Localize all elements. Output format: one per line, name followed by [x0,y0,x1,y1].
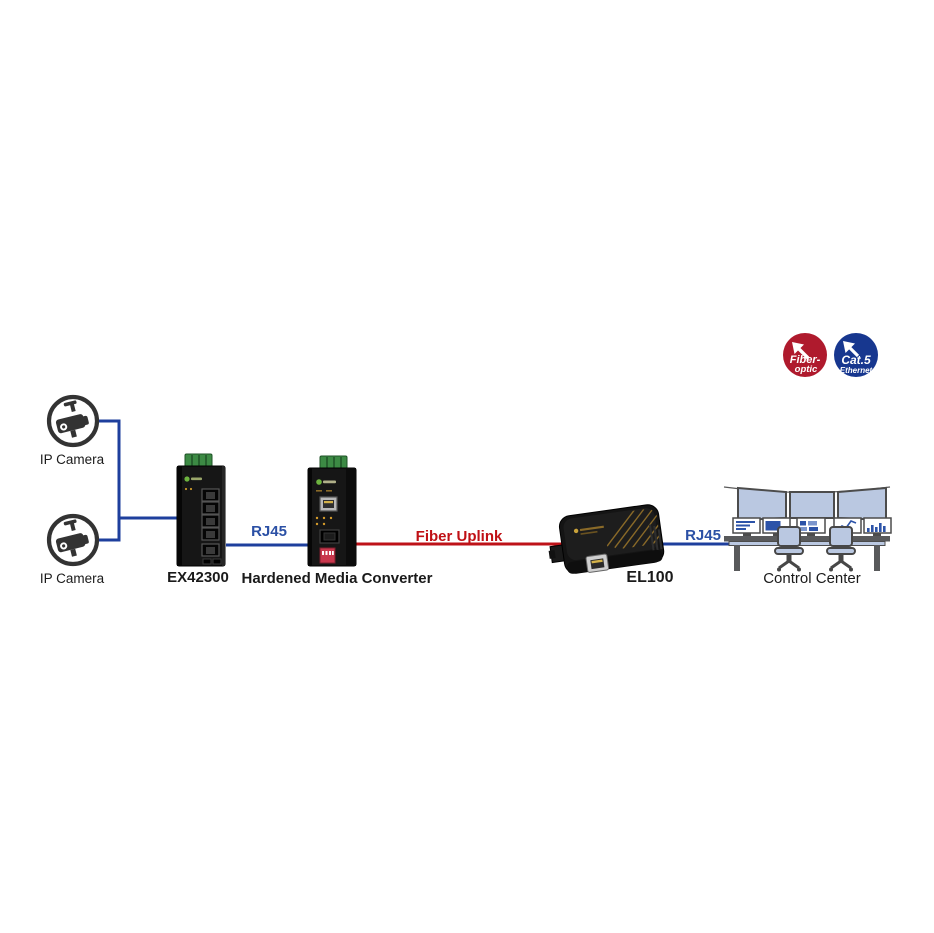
arrow-up-left-icon [792,342,810,360]
el100-image [548,504,665,574]
fiber-uplink-label: Fiber Uplink [415,528,503,545]
fiber-connector [212,558,222,565]
control-center-image [723,486,892,572]
cat5-ethernet-badge: Cat.5 Ethernet [834,333,878,377]
rj45-port [201,501,220,515]
vendor-logo [573,528,579,534]
ip-camera-2-label: IP Camera [39,571,105,586]
ex42300-switch-image [176,453,226,567]
desk-monitor [732,517,761,538]
rj45-port [201,488,220,502]
media-converter-image [307,455,357,567]
rj45-port [585,553,610,573]
desk-rail [728,541,886,546]
rj45-port [319,496,338,512]
wire-camera-trunk [97,419,121,542]
fiber-badge-line2: optic [795,364,818,375]
vendor-logo [316,479,322,485]
converter-label: Hardened Media Converter [241,570,433,587]
ip-camera-icon [46,513,100,567]
cctv-camera-glyph [55,400,89,438]
fiber-port [319,529,340,544]
fiber-optic-badge: Fiber- optic [783,333,827,377]
desk-top [724,536,890,542]
rj45-port-column [201,488,220,557]
office-chair [774,526,804,572]
cat5-badge-line1: Cat.5 [841,353,871,367]
rj45-left-label: RJ45 [251,523,287,540]
office-chair [826,526,856,572]
desk-monitors [732,517,892,538]
desk-leg [874,545,880,571]
ip-camera-icon [46,394,100,448]
cat5-badge-line2: Ethernet [840,366,873,375]
wall-monitor [737,486,787,522]
rj45-right-label: RJ45 [685,527,721,544]
wall-monitor [789,491,835,519]
switch-label: EX42300 [167,569,229,586]
fiber-connector [202,558,212,565]
desk-monitor [863,517,892,538]
control-center-label: Control Center [763,570,861,587]
desk-monitor [796,517,826,538]
cctv-camera-glyph [55,519,89,557]
rj45-port [201,543,220,557]
rj45-port [201,514,220,528]
desk-leg [734,545,740,571]
fiber-badge-line1: Fiber- [790,354,821,366]
arrow-up-left-icon [843,341,860,358]
wall-monitor [837,486,887,522]
rj45-port [201,527,220,541]
dip-switch [319,547,336,564]
wall-monitors [737,486,887,522]
vendor-logo [184,476,190,482]
el100-label: EL100 [626,569,674,586]
ip-camera-1-label: IP Camera [39,452,105,467]
